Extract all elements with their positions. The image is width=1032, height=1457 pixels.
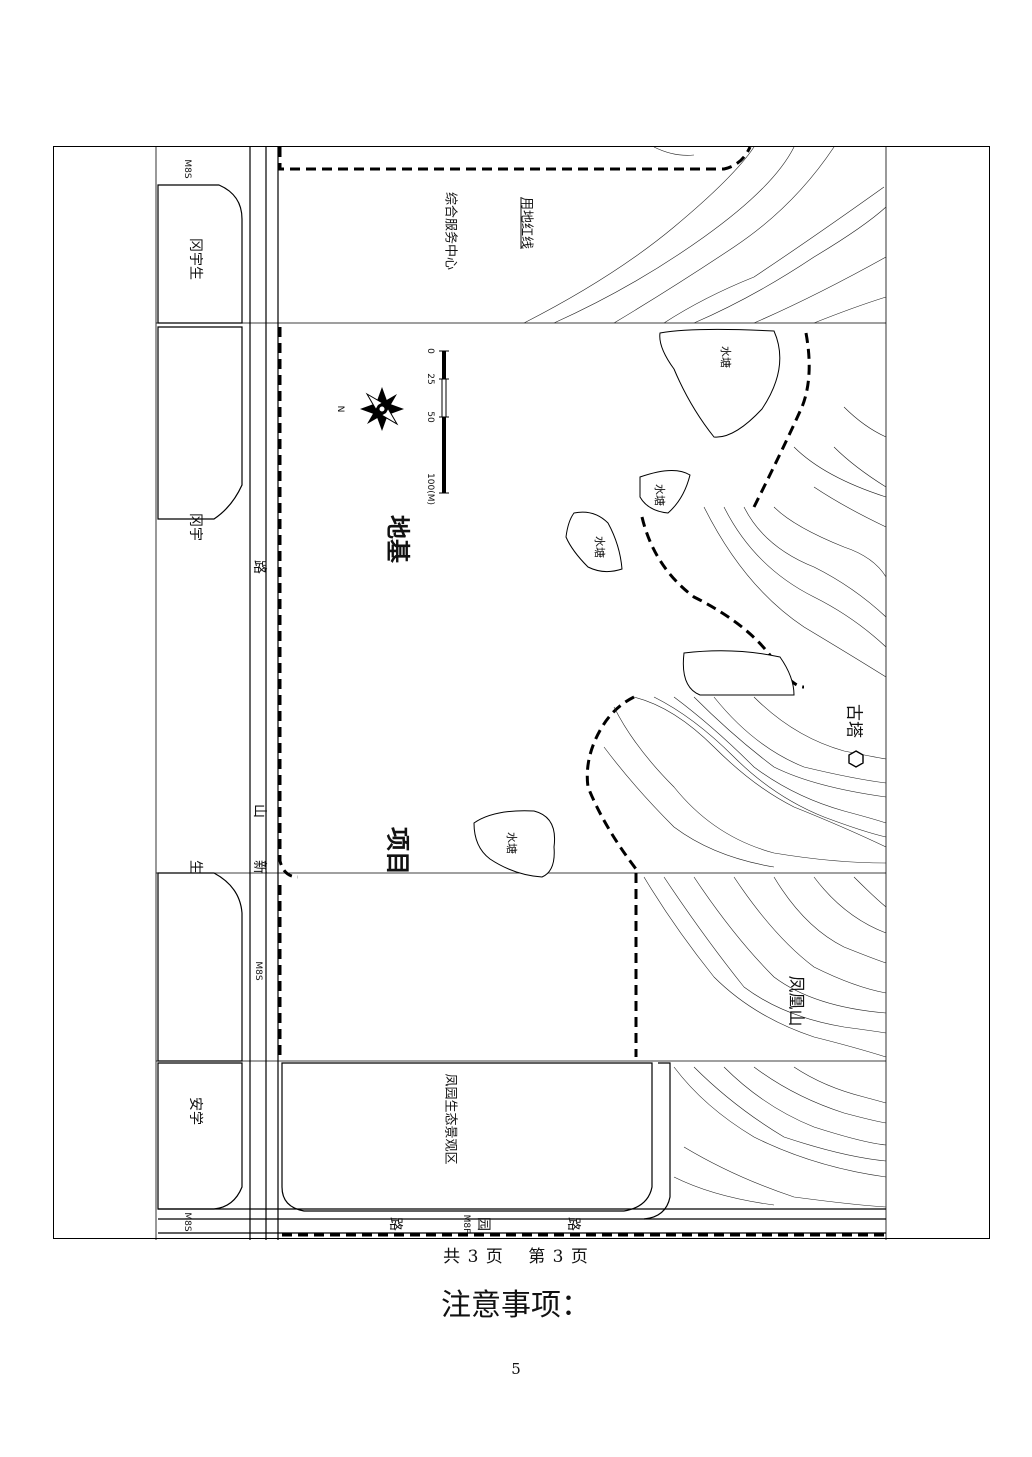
project-title-part-2: 项目	[383, 827, 412, 875]
pond-label-3: 水塘	[593, 536, 606, 558]
grid-code-1: M8S	[182, 159, 192, 179]
park-area-label: 凤园生态景观区	[442, 1073, 458, 1165]
page-number: 5	[511, 1360, 521, 1378]
scale-label-100: 100(M)	[425, 473, 435, 505]
pond-label-2: 水塘	[653, 484, 666, 506]
road-label-top-1: 路	[251, 560, 267, 574]
area-label-c: 生	[187, 860, 203, 874]
building-blocks	[157, 184, 243, 1210]
road-label-bottom-2: 园	[475, 1217, 491, 1231]
contour-lines	[523, 147, 887, 1208]
road-label-bottom-3: 路	[565, 1217, 581, 1231]
service-center-label: 综合服务中心	[442, 191, 458, 271]
grid-code-2: M8S	[253, 961, 263, 981]
area-label-b: 冈宇	[187, 513, 203, 541]
grid-code-3: M8S	[182, 1212, 192, 1232]
pond-label-4: 水塘	[505, 832, 518, 854]
scale-bar	[439, 350, 449, 494]
north-label: N	[335, 405, 345, 413]
grid-code-4: M8F	[461, 1214, 471, 1234]
area-label-a: 冈宇生	[187, 238, 203, 280]
ancient-tower-label: 古塔	[843, 704, 864, 738]
project-title-part-1: 地基	[383, 515, 412, 563]
pond-label-1: 水塘	[719, 346, 732, 368]
notes-heading: 注意事项：	[441, 1288, 591, 1323]
north-arrow	[360, 387, 404, 431]
scale-label-50: 50	[425, 411, 435, 423]
hexagon-marker-icon	[848, 750, 864, 768]
site-plan-drawing	[155, 147, 887, 1240]
road-label-bottom-1: 路	[387, 1217, 403, 1231]
site-plan-frame: 冈宇生 冈宇 生 安学 路 山 新 路 园 路 M8S M8S M8S M8F …	[53, 146, 990, 1240]
page-counter: 共 3 页 第 3 页	[443, 1247, 589, 1267]
ponds	[473, 328, 795, 878]
road-lines	[158, 147, 886, 1240]
scale-label-0: 0	[425, 348, 435, 354]
scale-label-25: 25	[425, 373, 435, 385]
area-label-d: 安学	[187, 1097, 203, 1125]
road-label-top-3: 新	[251, 860, 267, 874]
mountain-label: 凤凰山	[785, 975, 806, 1027]
land-boundary-label: 用地红线	[518, 196, 534, 250]
road-label-top-2: 山	[251, 804, 267, 818]
